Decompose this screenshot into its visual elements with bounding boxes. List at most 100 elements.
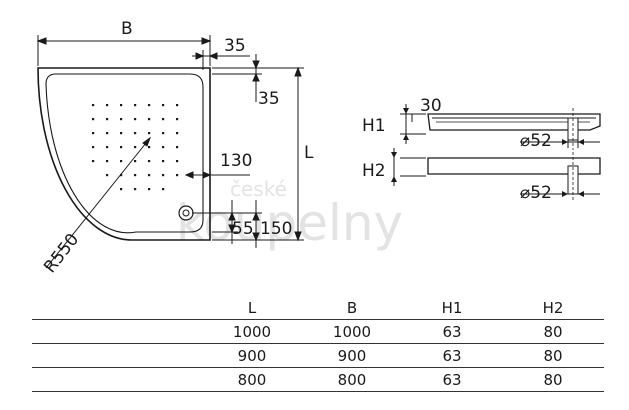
label-offset-v-35: 35 (258, 89, 280, 109)
anti-slip-dot (106, 160, 109, 163)
anti-slip-dot (106, 118, 109, 121)
anti-slip-dot (120, 174, 123, 177)
label-h2-drain: ⌀52 (520, 183, 552, 203)
anti-slip-dot (176, 146, 179, 149)
table-cell: 900 (337, 346, 367, 365)
anti-slip-dot (92, 104, 95, 107)
label-drain-150: 150 (260, 219, 292, 239)
anti-slip-dot (176, 174, 179, 177)
anti-slip-dot (92, 146, 95, 149)
anti-slip-dot (134, 132, 137, 135)
dim-top-offset-h (192, 50, 250, 70)
anti-slip-dot (148, 104, 151, 107)
dimensions-table: L B H1 H2 1000 1000 63 80 900 900 63 80 … (32, 296, 604, 392)
label-b: B (121, 19, 133, 39)
anti-slip-dot (120, 132, 123, 135)
h1-profile (427, 113, 601, 131)
technical-drawing: české koupelny B 35 35 (36, 19, 601, 277)
table-cell: 1000 (232, 322, 272, 341)
table-header-row: L B H1 H2 (32, 296, 604, 320)
anti-slip-dot (120, 104, 123, 107)
table-header-l: L (247, 298, 257, 317)
anti-slip-dot (176, 118, 179, 121)
drain-plan (178, 205, 194, 221)
anti-slip-dot (106, 104, 109, 107)
table-spacer (32, 320, 202, 344)
anti-slip-dot (162, 146, 165, 149)
table-cell: 80 (543, 346, 563, 365)
anti-slip-dot (176, 160, 179, 163)
section-h1-arrows (403, 108, 584, 145)
anti-slip-dot (92, 160, 95, 163)
anti-slip-dot (134, 188, 137, 191)
anti-slip-dot (162, 104, 165, 107)
anti-slip-dot (162, 160, 165, 163)
tray-inner-outline (45, 73, 204, 234)
anti-slip-dot (176, 132, 179, 135)
table-cell: 1000 (332, 322, 372, 341)
table-cell: 800 (337, 370, 367, 389)
h2-profile (427, 157, 601, 175)
anti-slip-dot (92, 132, 95, 135)
anti-slip-dot (134, 146, 137, 149)
dim-radius (45, 136, 152, 269)
label-radius-r550: R550 (40, 230, 83, 277)
label-h1-drain: ⌀52 (520, 131, 552, 151)
anti-slip-dot (134, 104, 137, 107)
shower-tray-plan (37, 67, 211, 241)
table-cell: 63 (442, 322, 462, 341)
anti-slip-dot (92, 118, 95, 121)
anti-slip-dot (120, 118, 123, 121)
anti-slip-dot (106, 174, 109, 177)
section-h2 (393, 148, 601, 200)
dim-length-l (212, 66, 304, 242)
table-header-h2: H2 (542, 298, 564, 317)
table-header-b: B (346, 298, 358, 317)
anti-slip-dot (148, 146, 151, 149)
table-cell: 800 (237, 370, 267, 389)
label-drain-130: 130 (220, 151, 252, 171)
dim-drain-offset-y-150 (252, 200, 260, 248)
table-row: 900 900 63 80 (32, 344, 604, 368)
table-row: 800 800 63 80 (32, 368, 604, 392)
anti-slip-dot (148, 118, 151, 121)
dim-drain-offset-x (184, 166, 250, 182)
anti-slip-dot (134, 160, 137, 163)
table-cell: 63 (442, 370, 462, 389)
anti-slip-dot (106, 146, 109, 149)
watermark-line1: české (230, 177, 287, 201)
dim-top-offset-v (212, 54, 262, 102)
label-h1-30: 30 (420, 96, 442, 116)
tray-outer-outline (37, 67, 211, 241)
anti-slip-dot (162, 132, 165, 135)
anti-slip-dot (134, 118, 137, 121)
section-h1 (400, 104, 601, 150)
table-cell: 80 (543, 370, 563, 389)
label-h2: H2 (362, 161, 386, 181)
anti-slip-dot (120, 146, 123, 149)
table-cell: 63 (442, 346, 462, 365)
anti-slip-dot (106, 132, 109, 135)
anti-slip-dot (148, 160, 151, 163)
table-spacer (32, 344, 202, 368)
dim-width-b (36, 35, 212, 66)
table-header-spacer (32, 296, 202, 320)
section-h2-arrows (391, 152, 584, 197)
anti-slip-dot (162, 174, 165, 177)
table-header-h1: H1 (441, 298, 463, 317)
anti-slip-dot (162, 118, 165, 121)
anti-slip-dot-grid (92, 104, 179, 191)
anti-slip-dot (148, 132, 151, 135)
watermark-line2: koupelny (176, 194, 403, 252)
anti-slip-dot (148, 174, 151, 177)
label-drain-55: 55 (232, 219, 254, 239)
anti-slip-dot (162, 188, 165, 191)
table-spacer (32, 368, 202, 392)
table-cell: 80 (543, 322, 563, 341)
table-row: 1000 1000 63 80 (32, 320, 604, 344)
anti-slip-dot (120, 160, 123, 163)
anti-slip-dot (120, 188, 123, 191)
label-offset-h-35: 35 (224, 36, 246, 56)
anti-slip-dot (134, 174, 137, 177)
label-l: L (304, 143, 314, 163)
